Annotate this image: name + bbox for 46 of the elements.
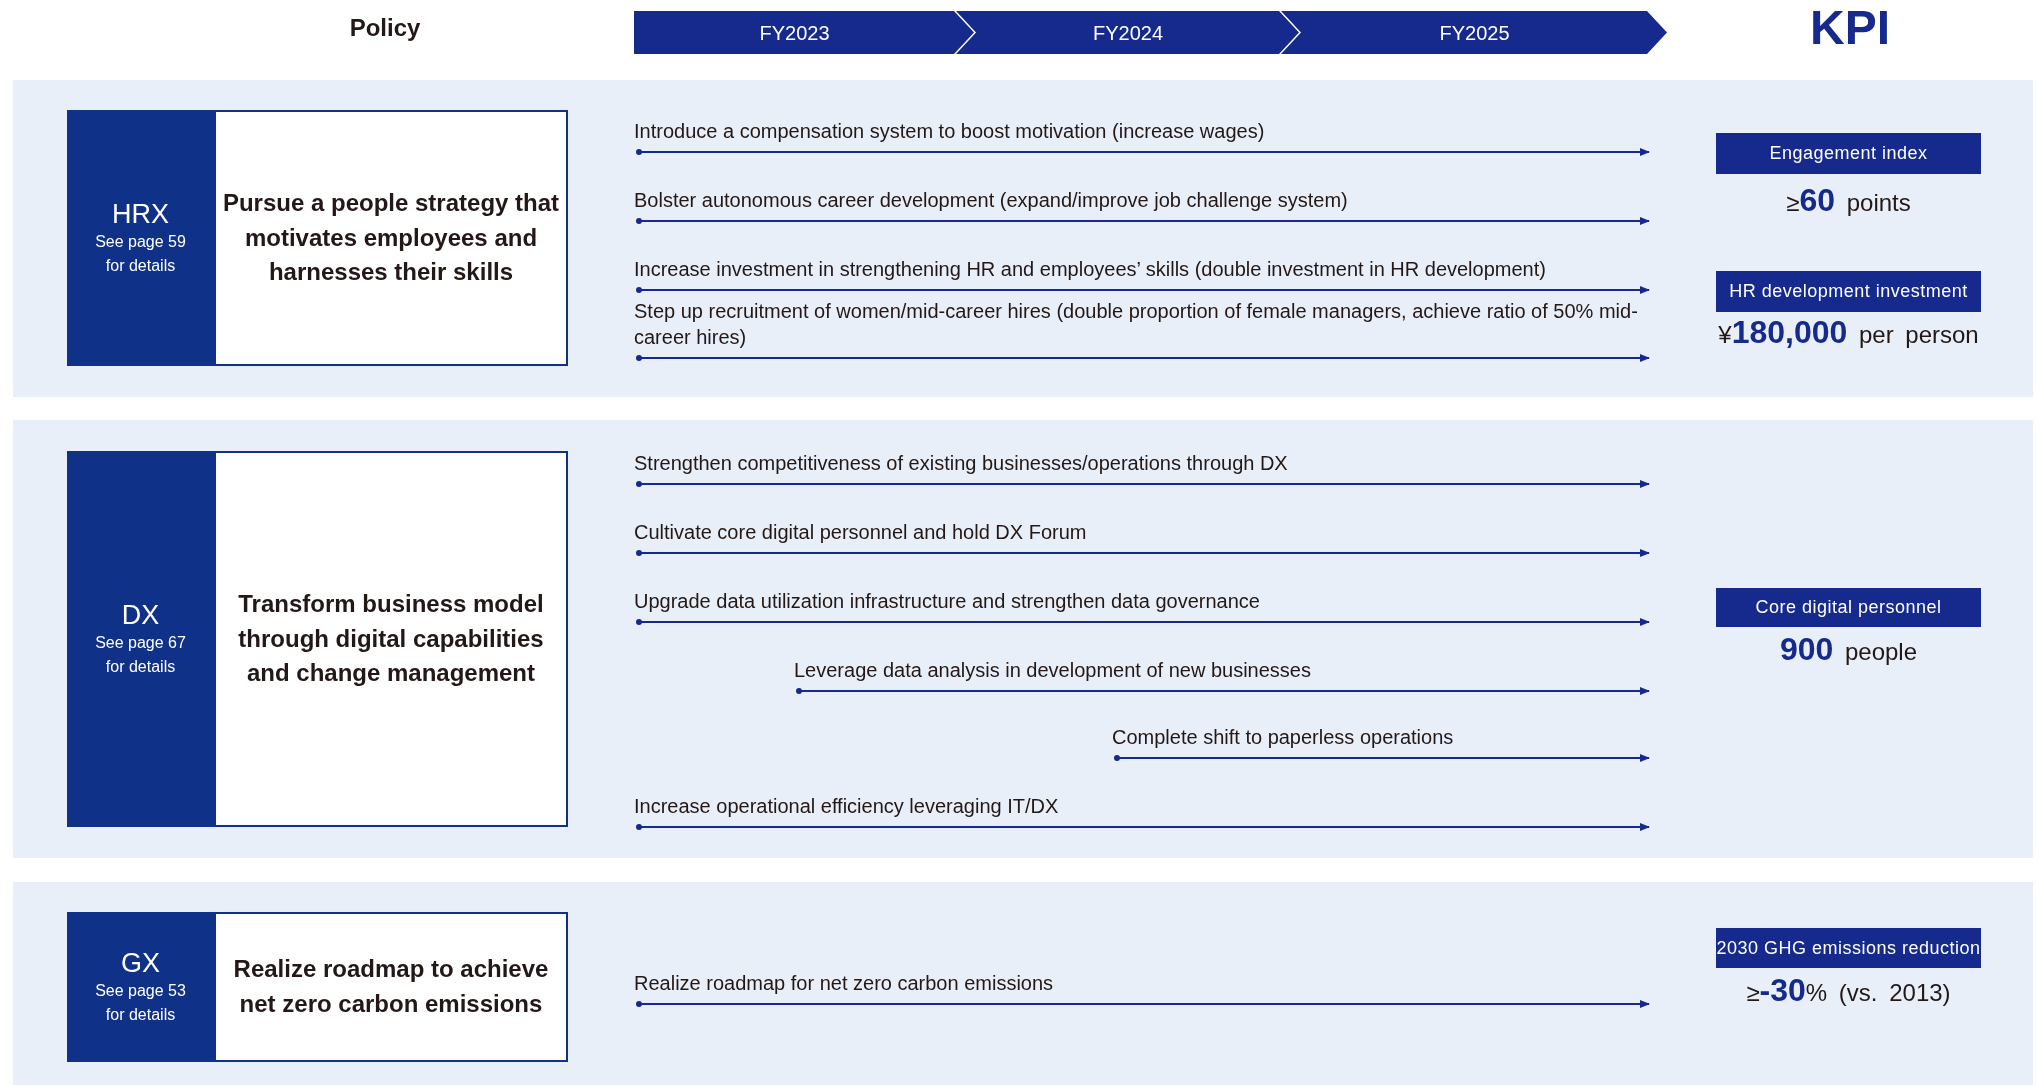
page-reference: See page 53 for details	[94, 980, 187, 1025]
kpi-header	[1716, 588, 1981, 627]
tab-title: GX	[121, 947, 160, 979]
initiative-text: Step up recruitment of women/mid-career hires (double proportion of female managers, achieve ratio of 50% mid-career hires)	[634, 299, 1639, 350]
initiative-text: Realize roadmap for net zero carbon emissions	[634, 971, 1054, 996]
initiative-text: Strengthen competitiveness of existing businesses/operations through DX	[634, 451, 1288, 476]
policy-text: Realize roadmap to achieve net zero carbon emissions	[232, 954, 550, 1019]
kpi-label: HR development investment	[1729, 281, 1968, 302]
initiative-text: Introduce a compensation system to boost motivation (increase wages)	[634, 119, 1265, 144]
year-label: FY2025	[1438, 21, 1511, 44]
page-reference: See page 59 for details	[94, 231, 187, 276]
kpi-label: 2030 GHG emissions reduction	[1716, 937, 1981, 959]
year-header-band	[634, 11, 975, 54]
column-heading: Policy	[348, 14, 422, 42]
page-reference: See page 67 for details	[94, 632, 187, 677]
kpi-value: 900 people	[1778, 633, 1919, 667]
year-header-band	[1281, 11, 1668, 54]
kpi-value: ¥180,000 per person	[1717, 316, 1980, 350]
initiative-text: Increase investment in strengthening HR and employees’ skills (double investment in HR development)	[634, 257, 1546, 282]
category-tab	[67, 451, 214, 827]
policy-box	[214, 912, 568, 1062]
initiative-text: Complete shift to paperless operations	[1112, 725, 1454, 750]
year-label: FY2024	[1091, 21, 1165, 44]
policy-text: Transform business model through digital capabilities and change management	[237, 588, 545, 689]
policy-box	[214, 110, 568, 366]
tab-title: DX	[121, 599, 160, 631]
tab-title: HRX	[112, 198, 169, 230]
initiative-text: Cultivate core digital personnel and hold DX Forum	[634, 520, 1087, 545]
initiative-text: Upgrade data utilization infrastructure and strengthen data governance	[634, 589, 1260, 614]
year-header-band	[956, 11, 1300, 54]
kpi-value: ≥-30% (vs. 2013)	[1745, 974, 1952, 1008]
kpi-label: Core digital personnel	[1755, 597, 1942, 618]
initiative-text: Increase operational efficiency leveraging IT/DX	[634, 794, 1059, 819]
category-tab	[67, 110, 214, 366]
kpi-label: Engagement index	[1769, 143, 1928, 164]
initiative-text: Leverage data analysis in development of new businesses	[794, 658, 1311, 683]
kpi-header	[1716, 271, 1981, 312]
initiative-text: Bolster autonomous career development (expand/improve job challenge system)	[634, 188, 1348, 213]
kpi-header	[1716, 928, 1981, 968]
policy-box	[214, 451, 568, 827]
kpi-header	[1716, 133, 1981, 174]
category-tab	[67, 912, 214, 1062]
kpi-value: ≥60 points	[1785, 184, 1912, 218]
policy-text: Pursue a people strategy that motivates employees and harnesses their skills	[222, 187, 560, 288]
column-heading: KPI	[1809, 0, 1891, 55]
year-label: FY2023	[758, 21, 831, 44]
